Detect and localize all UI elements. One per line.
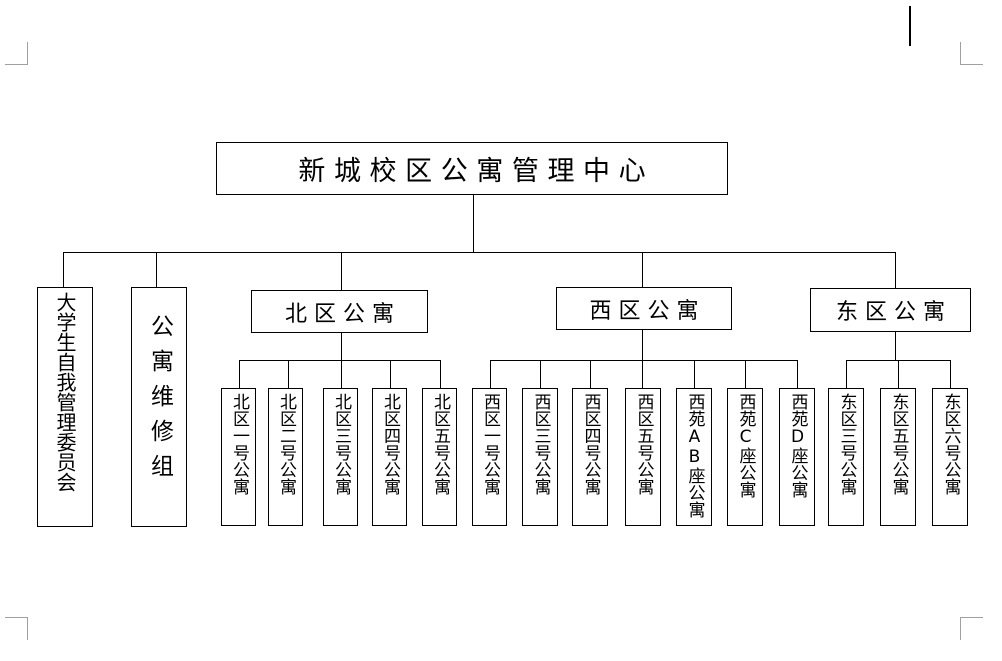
unit-node: 西苑AB座公寓 [676, 388, 712, 526]
unit-node: 西区一号公寓 [472, 388, 507, 526]
connector-unit [239, 360, 240, 388]
margin-corner-top-right [960, 42, 983, 65]
connector-west-down [642, 330, 643, 360]
dept-label: 北 区 公 寓 [285, 301, 394, 327]
unit-node: 西区五号公寓 [625, 388, 661, 526]
margin-corner-bottom-left [5, 617, 28, 640]
connector-unit [288, 360, 289, 388]
connector-unit [440, 360, 441, 388]
unit-label: 西区五号公寓 [633, 393, 654, 495]
unit-label: 北区三号公寓 [331, 393, 351, 495]
connector-unit [745, 360, 746, 388]
unit-label: 西区一号公寓 [480, 393, 500, 495]
unit-label: 北区五号公寓 [430, 393, 450, 495]
connector-main-bus [63, 252, 896, 253]
dept-label: 西 区 公 寓 [589, 298, 699, 324]
connector-unit [390, 360, 391, 388]
dept-node-east: 东 区 公 寓 [810, 288, 971, 332]
unit-node: 北区二号公寓 [268, 388, 303, 526]
text-cursor [909, 6, 911, 46]
connector-unit [590, 360, 591, 388]
unit-label: 东区五号公寓 [888, 393, 909, 495]
connector-west-bus [490, 360, 798, 361]
connector-dept-west [642, 252, 643, 287]
unit-node: 西区四号公寓 [572, 388, 608, 526]
unit-node: 北区四号公寓 [372, 388, 407, 526]
connector-dept-2 [156, 252, 157, 288]
unit-label: 西苑D座公寓 [787, 393, 808, 498]
unit-label: 西区四号公寓 [580, 393, 601, 495]
connector-north-down [341, 333, 342, 360]
margin-corner-bottom-right [960, 617, 983, 640]
connector-dept-1 [63, 252, 64, 288]
dept-label: 东 区 公 寓 [836, 300, 945, 325]
connector-unit [797, 360, 798, 388]
connector-unit [490, 360, 491, 388]
unit-node: 东区三号公寓 [828, 388, 864, 526]
connector-unit [694, 360, 695, 388]
margin-corner-top-left [5, 42, 28, 65]
unit-node: 西苑D座公寓 [779, 388, 815, 526]
connector-dept-east [895, 252, 896, 288]
dept-label: 公寓维修组 [146, 314, 173, 489]
unit-label: 东区六号公寓 [940, 393, 961, 495]
connector-unit [341, 360, 342, 388]
unit-node: 北区三号公寓 [323, 388, 358, 526]
dept-node-student-committee: 大学生自我管理委员会 [37, 287, 93, 527]
dept-label: 大学生自我管理委员会 [53, 292, 77, 492]
unit-label: 北区二号公寓 [276, 393, 296, 495]
connector-unit [642, 360, 643, 388]
dept-node-north: 北 区 公 寓 [251, 290, 428, 333]
unit-node: 北区一号公寓 [221, 388, 256, 526]
connector-east-down [895, 332, 896, 360]
unit-node: 东区六号公寓 [932, 388, 968, 526]
connector-unit [540, 360, 541, 388]
connector-north-bus [239, 360, 441, 361]
connector-unit [898, 360, 899, 388]
unit-label: 北区四号公寓 [380, 393, 400, 495]
connector-root-down [473, 195, 474, 253]
dept-node-maintenance: 公寓维修组 [131, 287, 187, 527]
unit-label: 东区三号公寓 [836, 393, 857, 495]
unit-label: 西区三号公寓 [530, 393, 551, 495]
connector-unit [846, 360, 847, 388]
connector-dept-north [341, 252, 342, 290]
dept-node-west: 西 区 公 寓 [556, 287, 732, 330]
org-root-label: 新 城 校 区 公 寓 管 理 中 心 [298, 156, 646, 187]
connector-unit [950, 360, 951, 388]
unit-node: 东区五号公寓 [880, 388, 916, 526]
unit-node: 西区三号公寓 [522, 388, 558, 526]
org-root-node: 新 城 校 区 公 寓 管 理 中 心 [216, 142, 728, 195]
unit-label: 北区一号公寓 [229, 393, 249, 495]
unit-node: 北区五号公寓 [422, 388, 457, 526]
unit-node: 西苑C座公寓 [727, 388, 763, 526]
unit-label: 西苑AB座公寓 [684, 393, 705, 518]
unit-label: 西苑C座公寓 [735, 393, 756, 498]
